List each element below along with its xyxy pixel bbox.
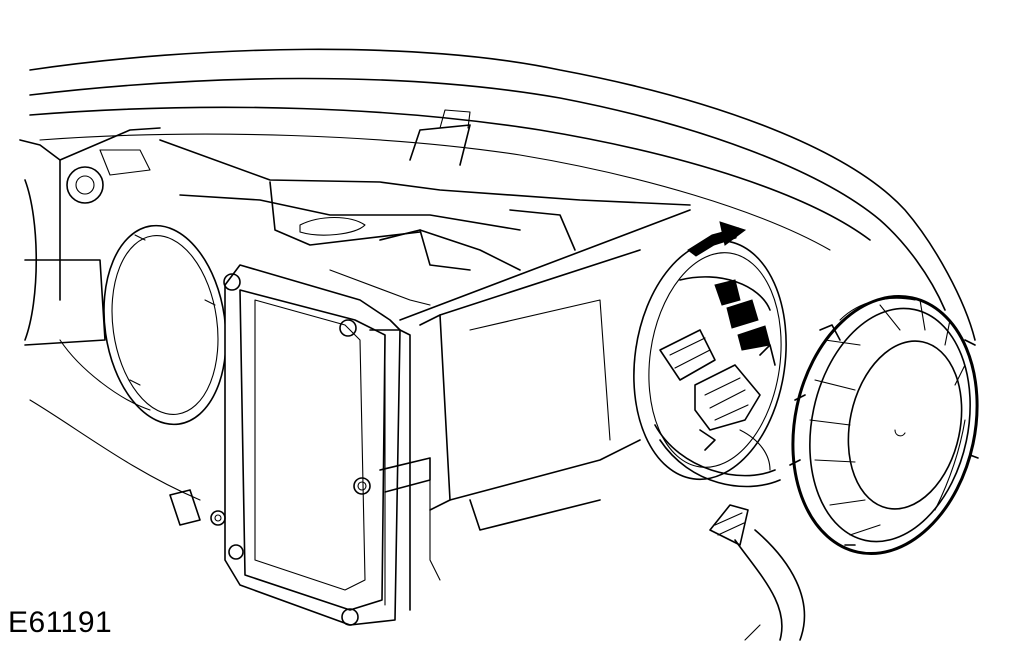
connector [659,329,716,381]
arrow-icon [687,221,747,257]
housing-outline [19,48,976,501]
bulb-opening [633,239,787,488]
inner-frame [159,139,691,581]
ballast-module [169,264,431,626]
access-cover [789,294,979,556]
lens-ring [103,224,227,426]
figure-reference-code: E61191 [8,606,113,639]
bulb-cable [709,504,806,641]
